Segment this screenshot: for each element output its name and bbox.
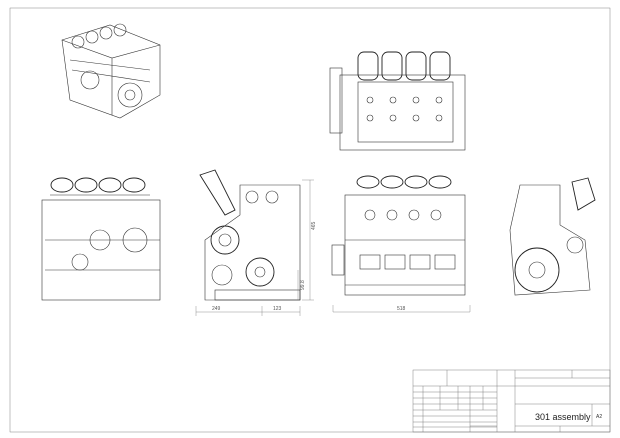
isometric-view [61,23,161,119]
sheet-size: A2 [596,414,602,420]
title-block [412,369,611,433]
sheet-border [9,7,611,433]
dim-length: 518 [397,306,406,312]
drawing-title: 301 assembly [535,412,591,422]
top-view [329,51,466,151]
dim-width-right: 123 [273,306,282,312]
left-side-view [41,177,161,301]
dim-width-left: 249 [212,306,221,312]
front-dimensions [195,179,471,316]
rear-view [509,177,596,296]
dim-height: 465 [311,221,317,230]
front-view [199,169,301,301]
side-view [331,175,466,296]
dim-crank-height: 99.8 [300,280,306,290]
